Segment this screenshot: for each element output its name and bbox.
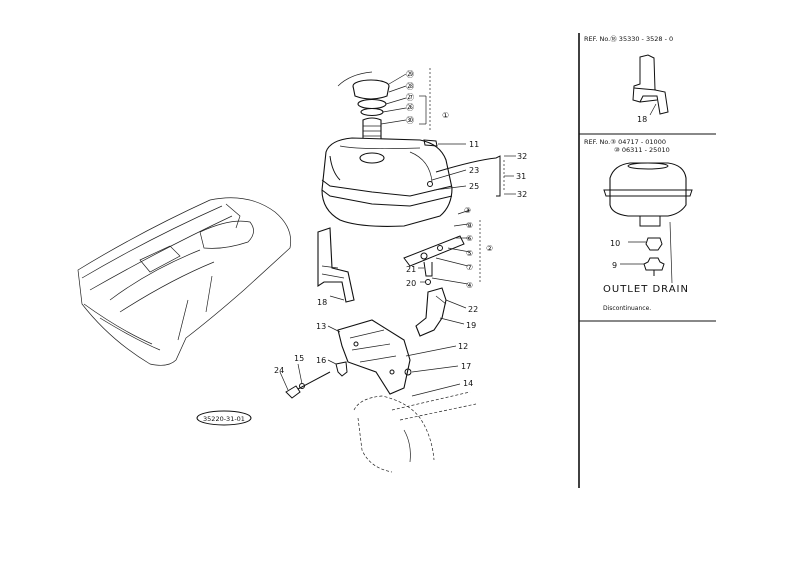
callout-17: 17 — [461, 362, 471, 371]
panel-top-part-label: 18 — [637, 115, 647, 124]
cap-callout-26: ㉖ — [406, 103, 414, 112]
callout-1: ① — [442, 111, 449, 120]
drawing-code-badge: 35220-31-01 — [196, 410, 252, 426]
callout-32b: 32 — [517, 190, 527, 199]
tractor-hood-outline — [77, 197, 291, 366]
callout-22: 22 — [468, 305, 478, 314]
callout-8: ⑧ — [466, 221, 473, 230]
callout-2: ② — [486, 244, 493, 253]
filler-cap-assembly — [337, 68, 431, 146]
callout-13: 13 — [316, 322, 326, 331]
callout-6: ⑥ — [466, 234, 473, 243]
callout-7: ⑦ — [466, 263, 473, 272]
label-9: 9 — [612, 261, 617, 270]
support-plate — [279, 319, 461, 399]
panel-mid-ref-1: REF. No.③ 04717 - 01000 — [584, 138, 666, 146]
callout-15: 15 — [294, 354, 304, 363]
callout-20: 20 — [406, 279, 416, 288]
callout-32a: 32 — [517, 152, 527, 161]
fuel-cock-assembly — [403, 209, 481, 285]
callout-21: 21 — [406, 265, 416, 274]
callout-4: ④ — [466, 281, 473, 290]
callout-12: 12 — [458, 342, 468, 351]
callout-11: 11 — [469, 140, 479, 149]
callout-25: 25 — [469, 182, 479, 191]
label-10: 10 — [610, 239, 620, 248]
drawing-code: 35220-31-01 — [203, 415, 245, 423]
callout-3: ③ — [464, 206, 471, 215]
panel-outlet-drain: REF. No.③ 04717 - 01000 ⑩ 06311 - 25010 … — [584, 138, 693, 312]
cap-callout-28: ㉘ — [406, 82, 414, 91]
tractor-frame-outline — [353, 391, 477, 473]
callout-23: 23 — [469, 166, 479, 175]
panel-top-ref: REF. No.⑱ 35330 - 3528 - 0 — [584, 35, 673, 43]
callout-5: ⑤ — [466, 249, 473, 258]
cap-callout-30: ㉚ — [406, 116, 414, 125]
panel-bracket-18: REF. No.⑱ 35330 - 3528 - 0 18 — [584, 35, 673, 124]
tank-brackets — [317, 227, 467, 337]
panel-mid-ref-2: ⑩ 06311 - 25010 — [614, 146, 670, 154]
callout-14: 24 — [274, 366, 284, 375]
cap-callout-29: ㉙ — [406, 70, 414, 79]
fuel-tank — [321, 137, 516, 227]
discontinuance-note: Discontinuance. — [603, 305, 651, 312]
outlet-drain-title: OUTLET DRAIN — [603, 284, 689, 295]
cap-callout-27: ㉗ — [406, 93, 414, 102]
callout-24: 16 — [316, 356, 326, 365]
callout-16: 14 — [463, 379, 473, 388]
callout-31: 31 — [516, 172, 526, 181]
callout-18: 18 — [317, 298, 327, 307]
callout-19: 19 — [466, 321, 476, 330]
